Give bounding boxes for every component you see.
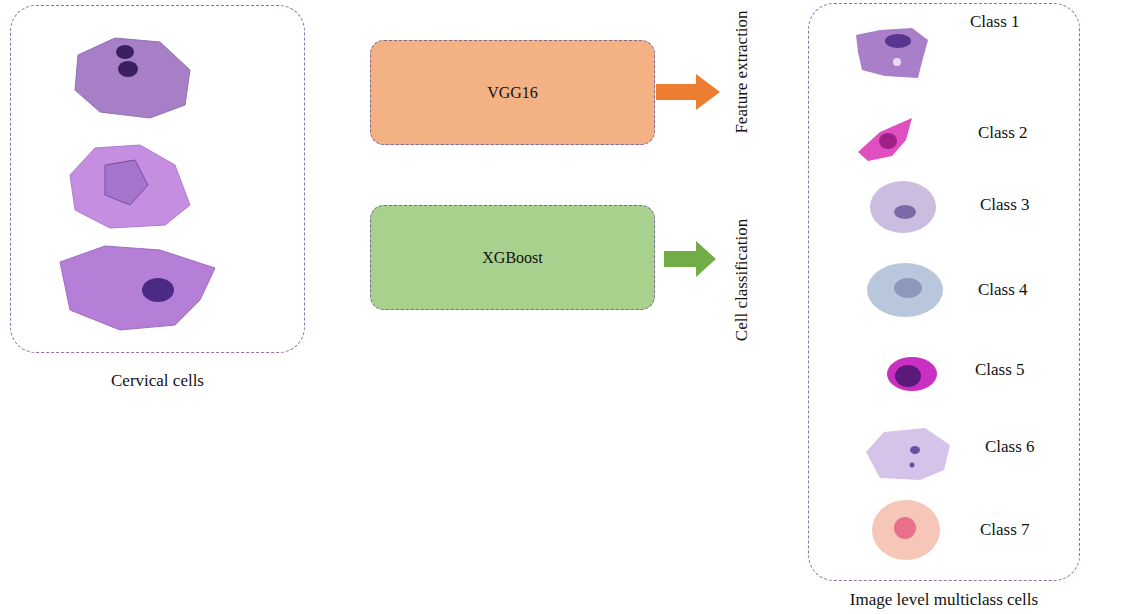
cell-nucleus — [894, 278, 922, 298]
output-group: Image level multiclass cells — [808, 3, 1080, 581]
cell-image — [887, 357, 937, 391]
cell-nucleus — [118, 61, 138, 77]
class-label: Class 4 — [978, 281, 1028, 300]
cell-nucleus — [910, 446, 920, 454]
cell-image — [867, 263, 943, 317]
process-box: XGBoost — [370, 205, 655, 310]
orange-arrow — [656, 74, 720, 110]
class-label: Class 5 — [975, 361, 1025, 380]
cell-nucleus — [894, 517, 916, 539]
cell-dot — [910, 463, 915, 468]
cell-body — [856, 28, 928, 78]
group-caption: Image level multiclass cells — [809, 591, 1079, 610]
cell-nucleus — [879, 133, 897, 149]
process-name: VGG16 — [487, 84, 538, 102]
cell-nucleus — [116, 45, 134, 59]
cell-image — [866, 428, 950, 480]
class-label: Class 1 — [970, 13, 1020, 32]
cell-body — [872, 500, 940, 560]
process-output-label: Feature extraction — [733, 10, 752, 133]
cell-vacuole — [893, 58, 901, 66]
cell-image — [872, 500, 940, 560]
cell-body — [887, 357, 937, 391]
cell-image — [70, 145, 190, 228]
input-group: Cervical cells — [10, 5, 305, 353]
cell-image — [75, 38, 190, 118]
cell-image — [60, 246, 215, 330]
process-output-label: Cell classification — [733, 219, 752, 341]
cell-body — [75, 38, 190, 118]
cell-nucleus — [142, 278, 174, 302]
cell-body — [867, 263, 943, 317]
cell-body — [858, 118, 912, 161]
cell-nucleus — [105, 160, 148, 205]
cell-nucleus — [894, 205, 916, 219]
cell-image — [858, 118, 912, 161]
cell-image — [856, 28, 928, 78]
cell-body — [60, 246, 215, 330]
cell-body — [70, 145, 190, 228]
process-name: XGBoost — [482, 249, 542, 267]
cell-nucleus — [895, 365, 921, 387]
class-label: Class 3 — [980, 196, 1030, 215]
class-label: Class 6 — [985, 438, 1035, 457]
process-box: VGG16 — [370, 40, 655, 145]
class-label: Class 7 — [980, 521, 1030, 540]
group-caption: Cervical cells — [11, 372, 304, 391]
cell-image — [870, 181, 936, 233]
green-arrow — [664, 241, 716, 277]
cell-nucleus — [885, 34, 911, 48]
cell-body — [866, 428, 950, 480]
class-label: Class 2 — [978, 124, 1028, 143]
cell-body — [870, 181, 936, 233]
